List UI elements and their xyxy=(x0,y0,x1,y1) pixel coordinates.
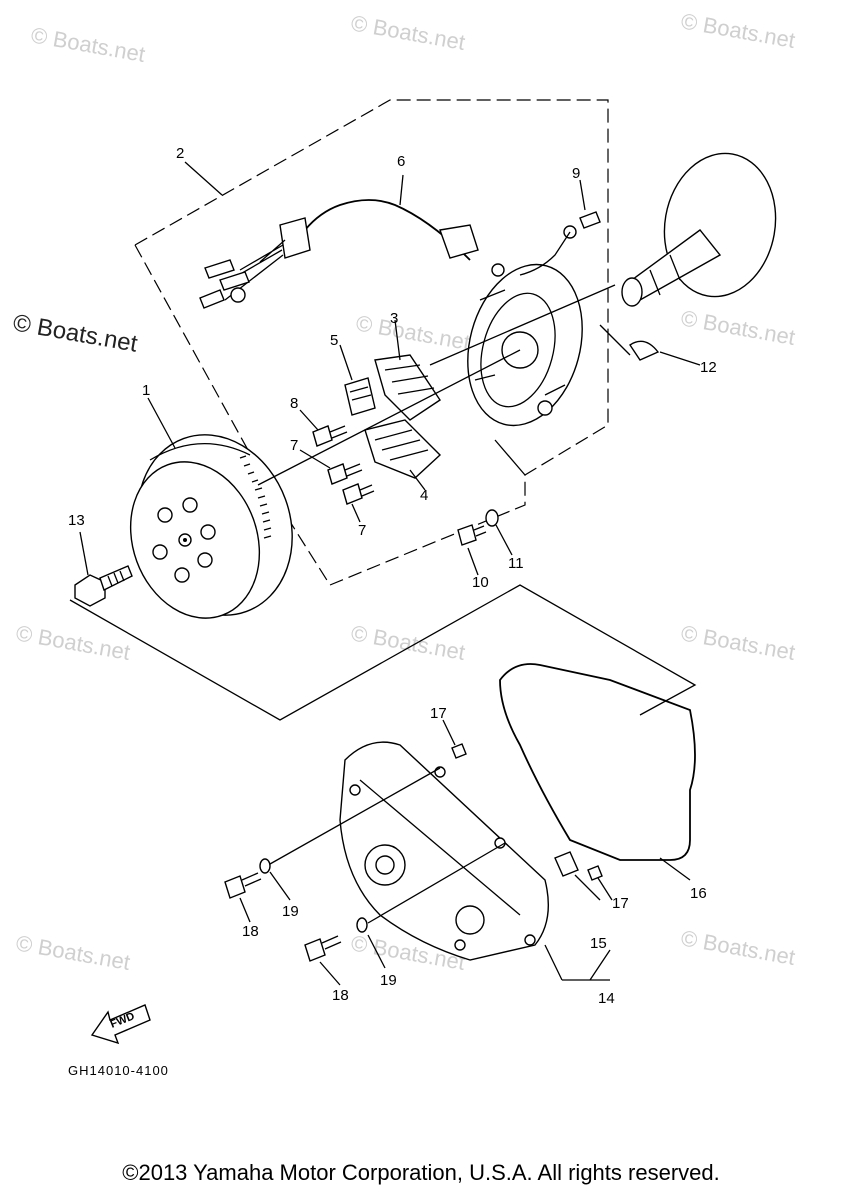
lead-wire xyxy=(199,199,479,309)
leader-lines xyxy=(79,161,701,986)
screw-7-upper xyxy=(327,463,363,485)
dowel-15 xyxy=(554,851,579,877)
callout-19-upper: 19 xyxy=(282,903,299,920)
washer-11 xyxy=(485,509,499,527)
callout-18-upper: 18 xyxy=(242,923,259,940)
watermark: © Boats.net xyxy=(349,10,467,55)
callout-6: 6 xyxy=(397,153,405,170)
diagram-part-code: GH14010-4100 xyxy=(68,1063,169,1078)
screw-8 xyxy=(312,425,348,447)
callout-17-lower: 17 xyxy=(612,895,629,912)
callout-14: 14 xyxy=(598,990,615,1007)
callout-19-lower: 19 xyxy=(380,972,397,989)
callout-labels: 2 6 9 3 5 12 1 8 7 4 7 13 10 11 17 17 16… xyxy=(68,145,717,1007)
watermark: © Boats.net xyxy=(29,22,147,67)
callout-4: 4 xyxy=(420,487,428,504)
callout-8: 8 xyxy=(290,395,298,412)
gasket-16 xyxy=(499,663,696,861)
watermark: © Boats.net xyxy=(349,620,467,665)
callout-10: 10 xyxy=(472,574,489,591)
screw-7-lower xyxy=(342,483,375,505)
charge-coil-3 xyxy=(374,354,441,421)
stator-base-plate xyxy=(467,263,583,427)
pulser-coil-4 xyxy=(364,419,442,479)
callout-2: 2 xyxy=(176,145,184,162)
woodruff-key-12 xyxy=(629,340,660,361)
callout-5: 5 xyxy=(330,332,338,349)
flywheel-rotor xyxy=(129,434,293,619)
guide-lines xyxy=(257,284,631,486)
watermark: © Boats.net xyxy=(14,620,132,665)
bolt-18-lower xyxy=(304,935,342,962)
lighting-coil-5 xyxy=(344,377,376,416)
magneto-cover xyxy=(339,741,550,961)
watermark: © Boats.net xyxy=(14,930,132,975)
callout-18-lower: 18 xyxy=(332,987,349,1004)
washer-19-upper xyxy=(259,858,271,874)
assembly-boundary-upper xyxy=(134,99,609,586)
watermark: © Boats.net xyxy=(679,305,797,350)
screw-9 xyxy=(519,211,601,276)
callout-3: 3 xyxy=(390,310,398,327)
callout-7-lower: 7 xyxy=(358,522,366,539)
watermark: © Boats.net xyxy=(354,310,472,355)
bolt-18-upper xyxy=(224,872,262,899)
lower-guide-lines xyxy=(269,767,506,924)
watermark: © Boats.net xyxy=(679,8,797,53)
watermark: © Boats.net xyxy=(679,620,797,665)
flywheel-bolt xyxy=(74,565,133,607)
crankshaft-end xyxy=(621,152,777,307)
copyright-notice: ©2013 Yamaha Motor Corporation, U.S.A. A… xyxy=(122,1160,720,1185)
forward-arrow-icon: FWD xyxy=(90,1004,151,1045)
watermark: © Boats.net xyxy=(679,925,797,970)
pin-17-upper xyxy=(451,743,467,759)
callout-9: 9 xyxy=(572,165,580,182)
reference-frame xyxy=(69,584,697,721)
callout-12: 12 xyxy=(700,359,717,376)
washer-19-lower xyxy=(356,917,368,933)
callout-17-upper: 17 xyxy=(430,705,447,722)
callout-16: 16 xyxy=(690,885,707,902)
callout-13: 13 xyxy=(68,512,85,529)
watermark-dark: © Boats.net xyxy=(11,309,140,357)
callout-7-upper: 7 xyxy=(290,437,298,454)
bolt-10 xyxy=(457,524,487,546)
callout-15: 15 xyxy=(590,935,607,952)
callout-11: 11 xyxy=(508,555,524,572)
pin-17-lower xyxy=(587,865,603,881)
callout-1: 1 xyxy=(142,382,150,399)
